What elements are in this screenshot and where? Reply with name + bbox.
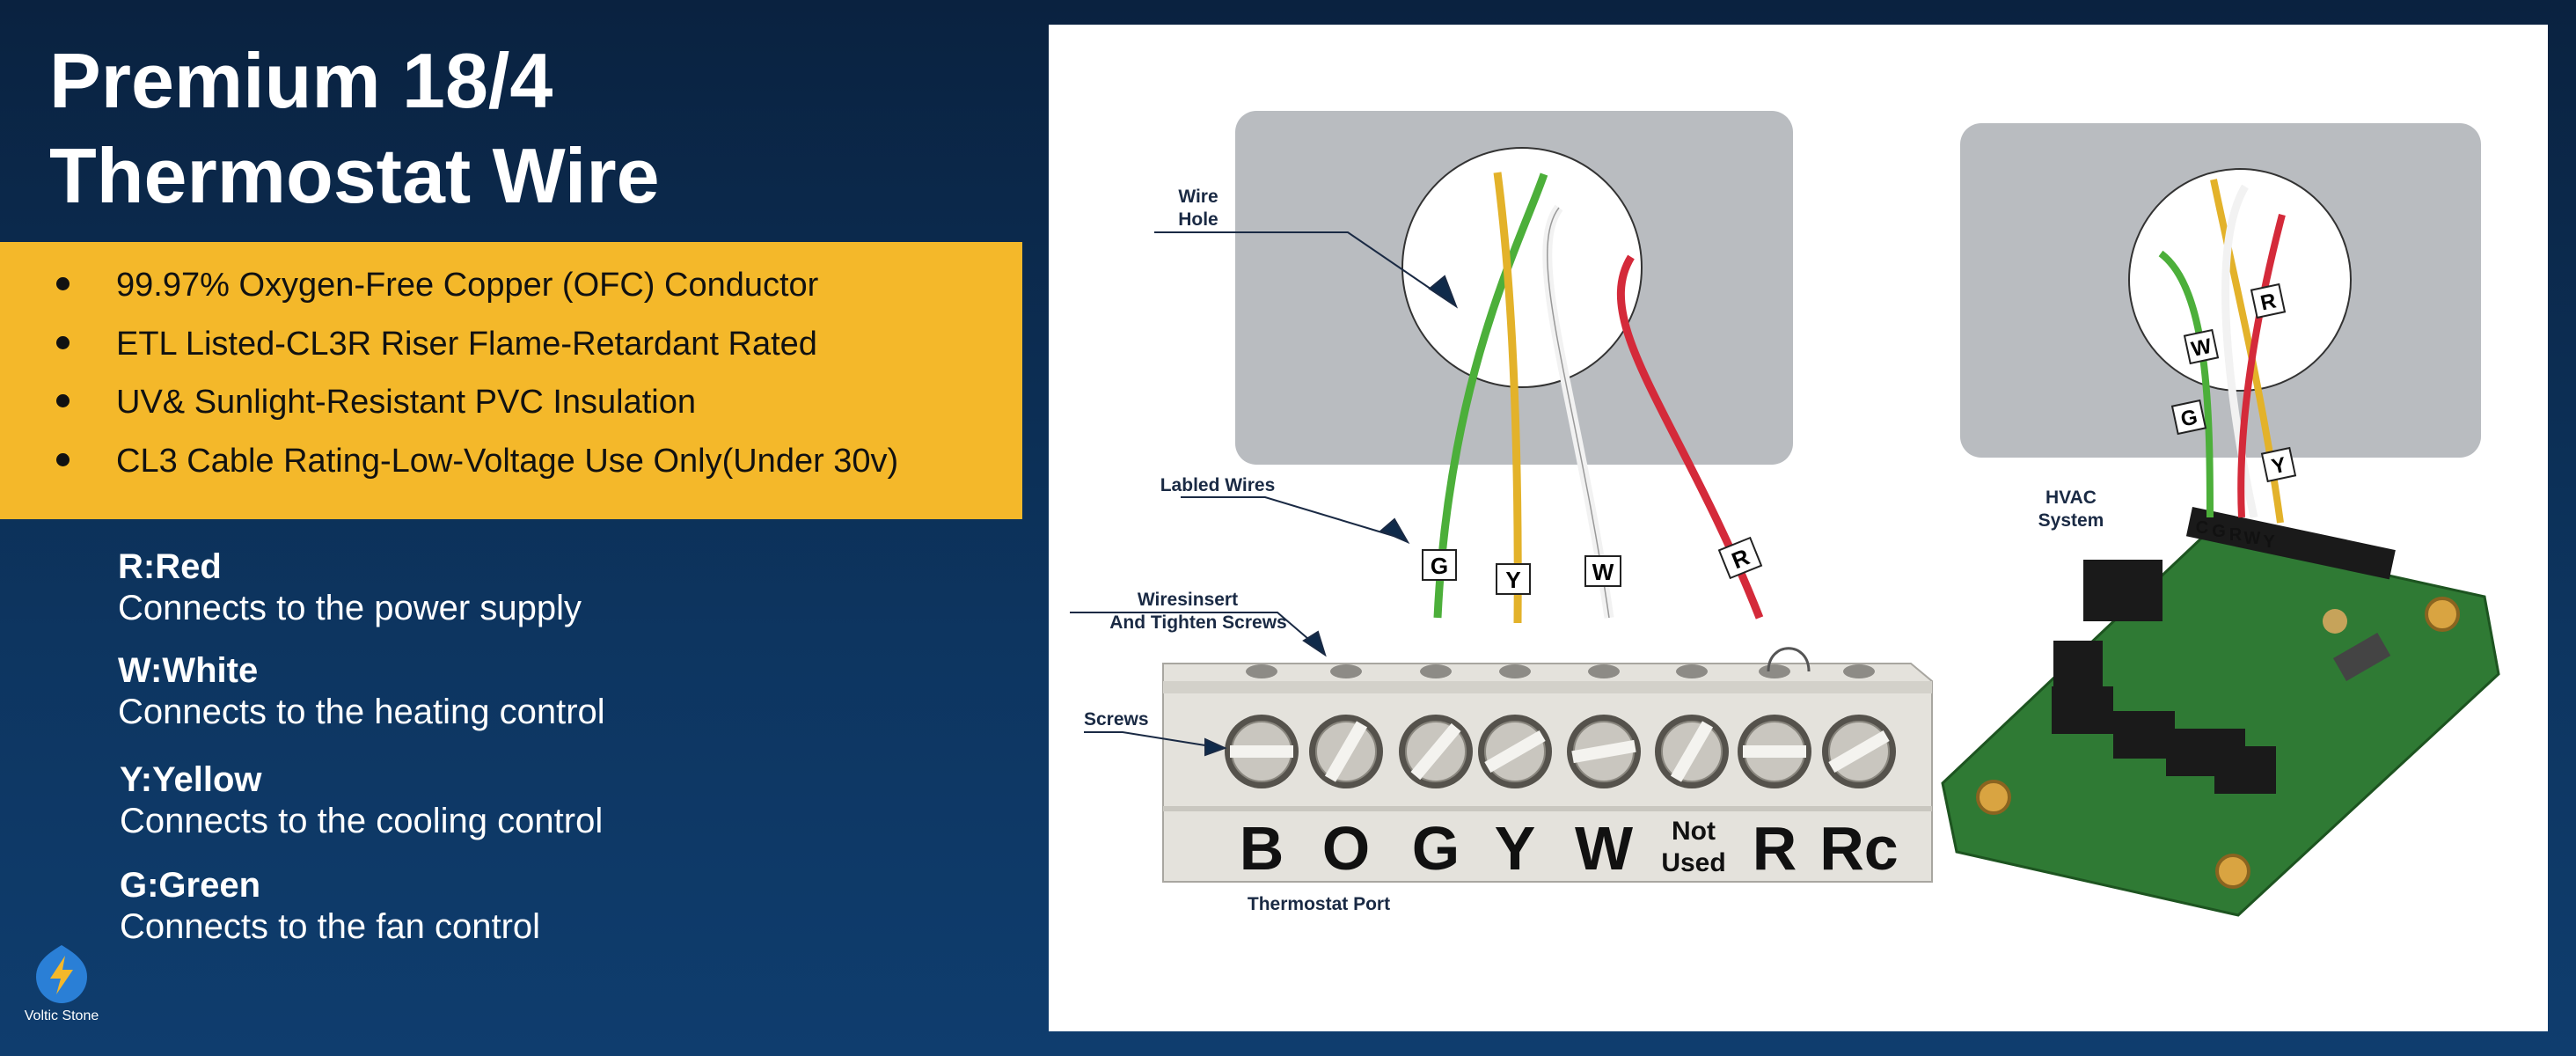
wire-tag-r: R (1717, 536, 1763, 580)
hvac-circuit-board (1941, 507, 2500, 917)
svg-text:Y: Y (2270, 453, 2288, 480)
feature-text: 99.97% Oxygen-Free Copper (OFC) Conducto… (116, 267, 819, 304)
jumper-wire (1767, 647, 1811, 672)
wire-entry-hole (1843, 664, 1875, 678)
bullet-icon (56, 277, 70, 290)
legend-desc: Connects to the power supply (118, 589, 582, 627)
wire-entry-hole (1588, 664, 1620, 678)
bullet-icon (56, 335, 70, 349)
feature-text: ETL Listed-CL3R Riser Flame-Retardant Ra… (116, 325, 817, 363)
bullet-icon (56, 452, 70, 466)
svg-text:G: G (2178, 405, 2199, 431)
pcb-pin-label: Y (2263, 532, 2275, 552)
callout-screws: Screws (1084, 709, 1149, 730)
red-wire (1616, 254, 1764, 620)
wire-tag-y: Y (2260, 446, 2297, 483)
terminal-label: B (1240, 814, 1284, 883)
svg-text:R: R (2258, 289, 2279, 315)
legend-item-green: G:Green Connects to the fan control (120, 864, 540, 947)
terminal-label: R (1753, 814, 1797, 883)
lightning-shield-icon (36, 945, 87, 1003)
wiring-diagram: G Y W R B O G Y W R Rc Not Used (1070, 111, 2500, 917)
callout-wire-hole: Hole (1178, 209, 1218, 230)
terminal-label: Rc (1819, 814, 1898, 883)
callout-line (1181, 496, 1394, 537)
feature-text: UV& Sunlight-Resistant PVC Insulation (116, 384, 696, 421)
pcb-pin-label: W (2244, 529, 2261, 548)
callout-line (1084, 731, 1211, 747)
wire-tag-r: R (2250, 282, 2287, 319)
arrow-icon (1379, 517, 1410, 545)
page-title: Premium 18/4 Thermostat Wire (49, 33, 660, 224)
legend-desc: Connects to the fan control (120, 907, 541, 946)
callout-hvac: HVAC (2045, 488, 2097, 508)
wire-entry-hole (1499, 664, 1531, 678)
legend-item-yellow: Y:Yellow Connects to the cooling control (120, 759, 603, 841)
legend-item-white: W:White Connects to the heating control (118, 649, 605, 732)
legend-desc: Connects to the cooling control (120, 802, 604, 840)
feature-text: CL3 Cable Rating-Low-Voltage Use Only(Un… (116, 442, 899, 480)
wire-tag-g: G (1422, 549, 1457, 581)
yellow-wire (1493, 172, 1522, 624)
wire-entry-hole (1420, 664, 1452, 678)
wire-tag-g: G (2170, 399, 2207, 436)
title-line-1: Premium 18/4 (49, 37, 553, 124)
terminal-label: G (1412, 814, 1460, 883)
legend-name: R:Red (118, 547, 222, 586)
legend-name: Y:Yellow (120, 760, 262, 799)
bullet-icon (56, 394, 70, 407)
wire-tag-w: W (2183, 328, 2220, 365)
terminal-label: Y (1495, 814, 1536, 883)
callout-wire-hole: Wire (1178, 187, 1218, 207)
callout-thermostat-port: Thermostat Port (1248, 894, 1390, 914)
callout-insert: Wiresinsert (1138, 590, 1238, 610)
svg-text:Y: Y (1505, 567, 1520, 593)
arrow-icon (1204, 737, 1227, 757)
callout-line (1070, 612, 1315, 645)
screw-slot (1828, 730, 1890, 774)
terminal-label: O (1322, 814, 1370, 883)
screw-slot (1230, 745, 1293, 758)
callout-hvac: System (2038, 510, 2104, 531)
wire-entry-hole (1246, 664, 1277, 678)
pcb-pin-label: G (2212, 522, 2226, 541)
legend-name: W:White (118, 651, 259, 690)
legend-desc: Connects to the heating control (118, 693, 605, 731)
svg-text:W: W (1592, 559, 1614, 585)
screw-slot (1324, 721, 1368, 782)
pcb-pin-label: C (2196, 518, 2208, 538)
wire-entry-hole (1759, 664, 1790, 678)
legend-item-red: R:Red Connects to the power supply (118, 546, 582, 628)
wire-tag-y: Y (1496, 563, 1531, 595)
callout-labled-wires: Labled Wires (1160, 475, 1276, 495)
pcb-pin-label: R (2229, 525, 2243, 545)
svg-text:G: G (1431, 553, 1448, 579)
screw-slot (1484, 730, 1546, 774)
wire-entry-hole (1330, 664, 1362, 678)
terminal-label: W (1575, 814, 1633, 883)
red-wire (2237, 213, 2286, 518)
arrow-icon (1428, 275, 1459, 309)
not-used-label: Not (1672, 817, 1716, 846)
feature-band: 99.97% Oxygen-Free Copper (OFC) Conducto… (0, 242, 1022, 519)
screw-slot (1571, 739, 1636, 764)
terminal-screws (1225, 664, 1896, 788)
title-line-2: Thermostat Wire (49, 132, 660, 219)
arrow-icon (1302, 630, 1327, 657)
not-used-label: Used (1661, 848, 1725, 877)
screw-slot (1670, 721, 1714, 782)
callout-insert: And Tighten Screws (1109, 612, 1286, 633)
screw-slot (1743, 745, 1806, 758)
wire-entry-hole (1676, 664, 1708, 678)
green-wire (1433, 172, 1548, 619)
wire-tag-w: W (1584, 555, 1621, 587)
wiring-diagram-panel: G Y W R B O G Y W R Rc Not Used (1049, 25, 2548, 1031)
wire-hole (1401, 147, 1643, 388)
screw-slot (1410, 722, 1461, 781)
legend-name: G:Green (120, 866, 261, 905)
brand-name: Voltic Stone (24, 1008, 99, 1023)
callout-line (1154, 231, 1443, 297)
brand-logo: Voltic Stone (18, 943, 106, 1024)
